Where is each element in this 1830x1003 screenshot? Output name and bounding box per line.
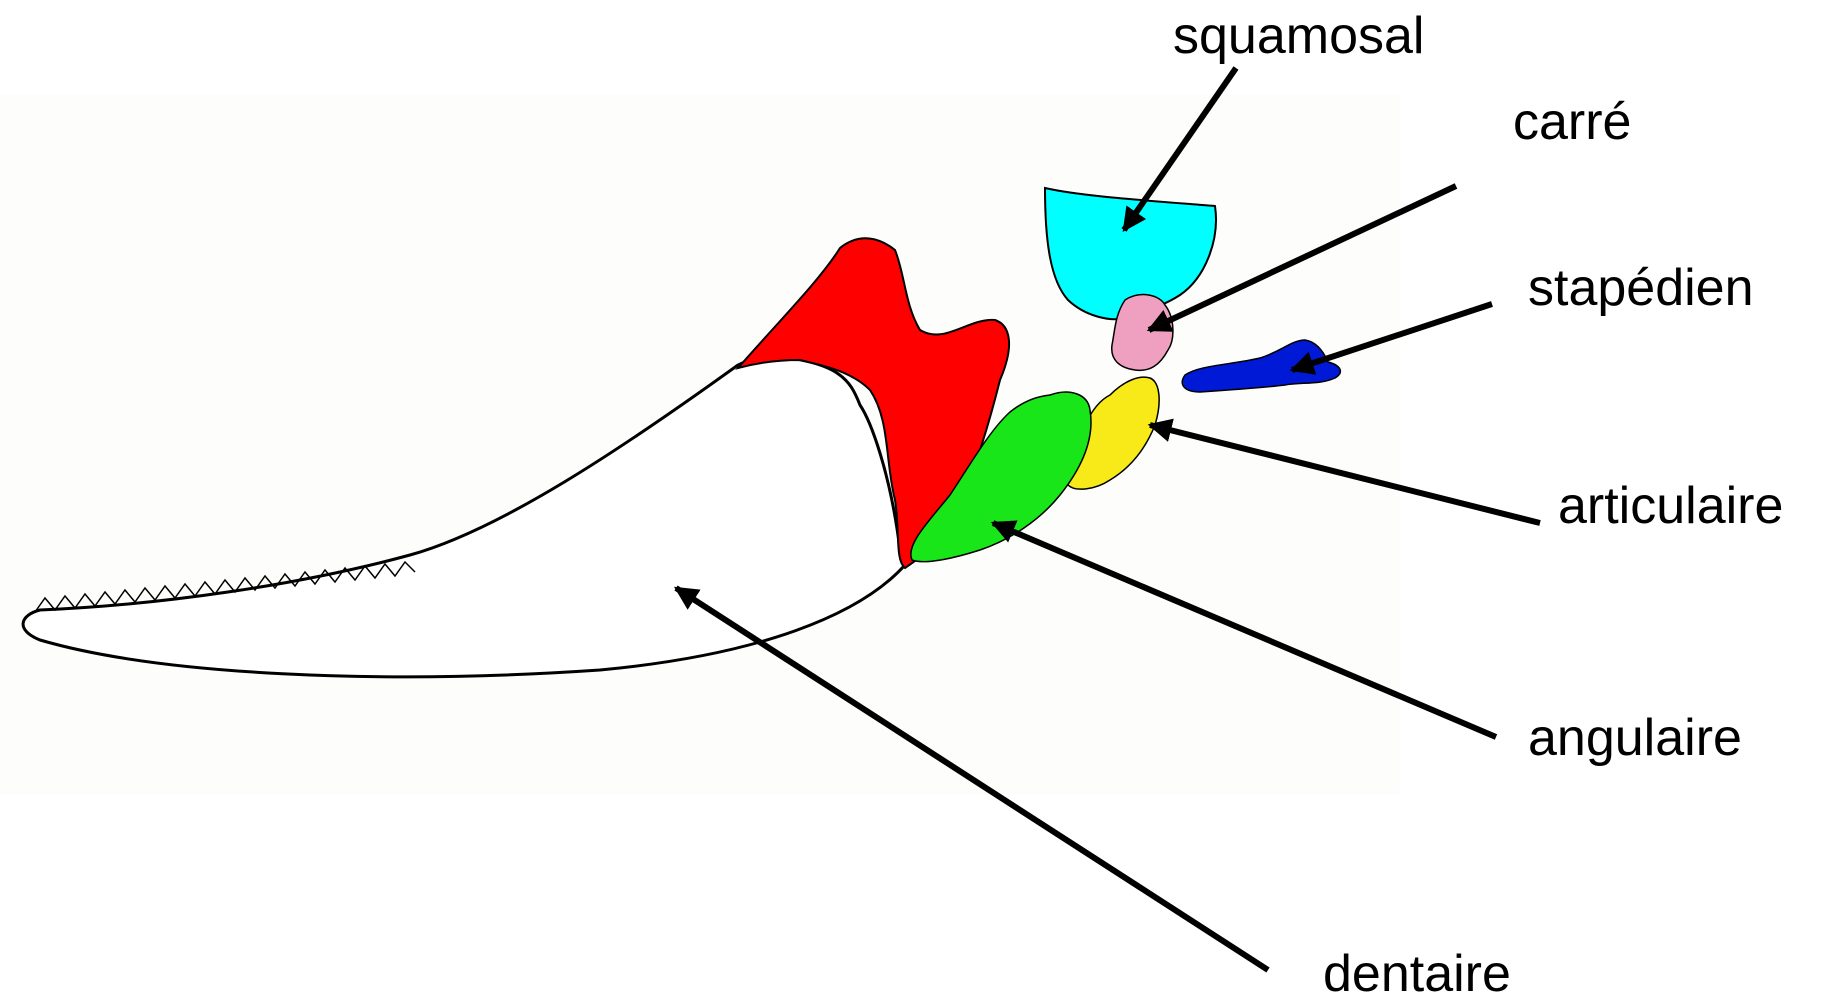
articulaire-label: articulaire <box>1558 480 1783 532</box>
dentaire-label: dentaire <box>1323 948 1511 1000</box>
squamosal-label: squamosal <box>1173 10 1424 62</box>
stapedien-label: stapédien <box>1528 262 1754 314</box>
carre-label: carré <box>1513 96 1631 148</box>
angulaire-label: angulaire <box>1528 712 1742 764</box>
